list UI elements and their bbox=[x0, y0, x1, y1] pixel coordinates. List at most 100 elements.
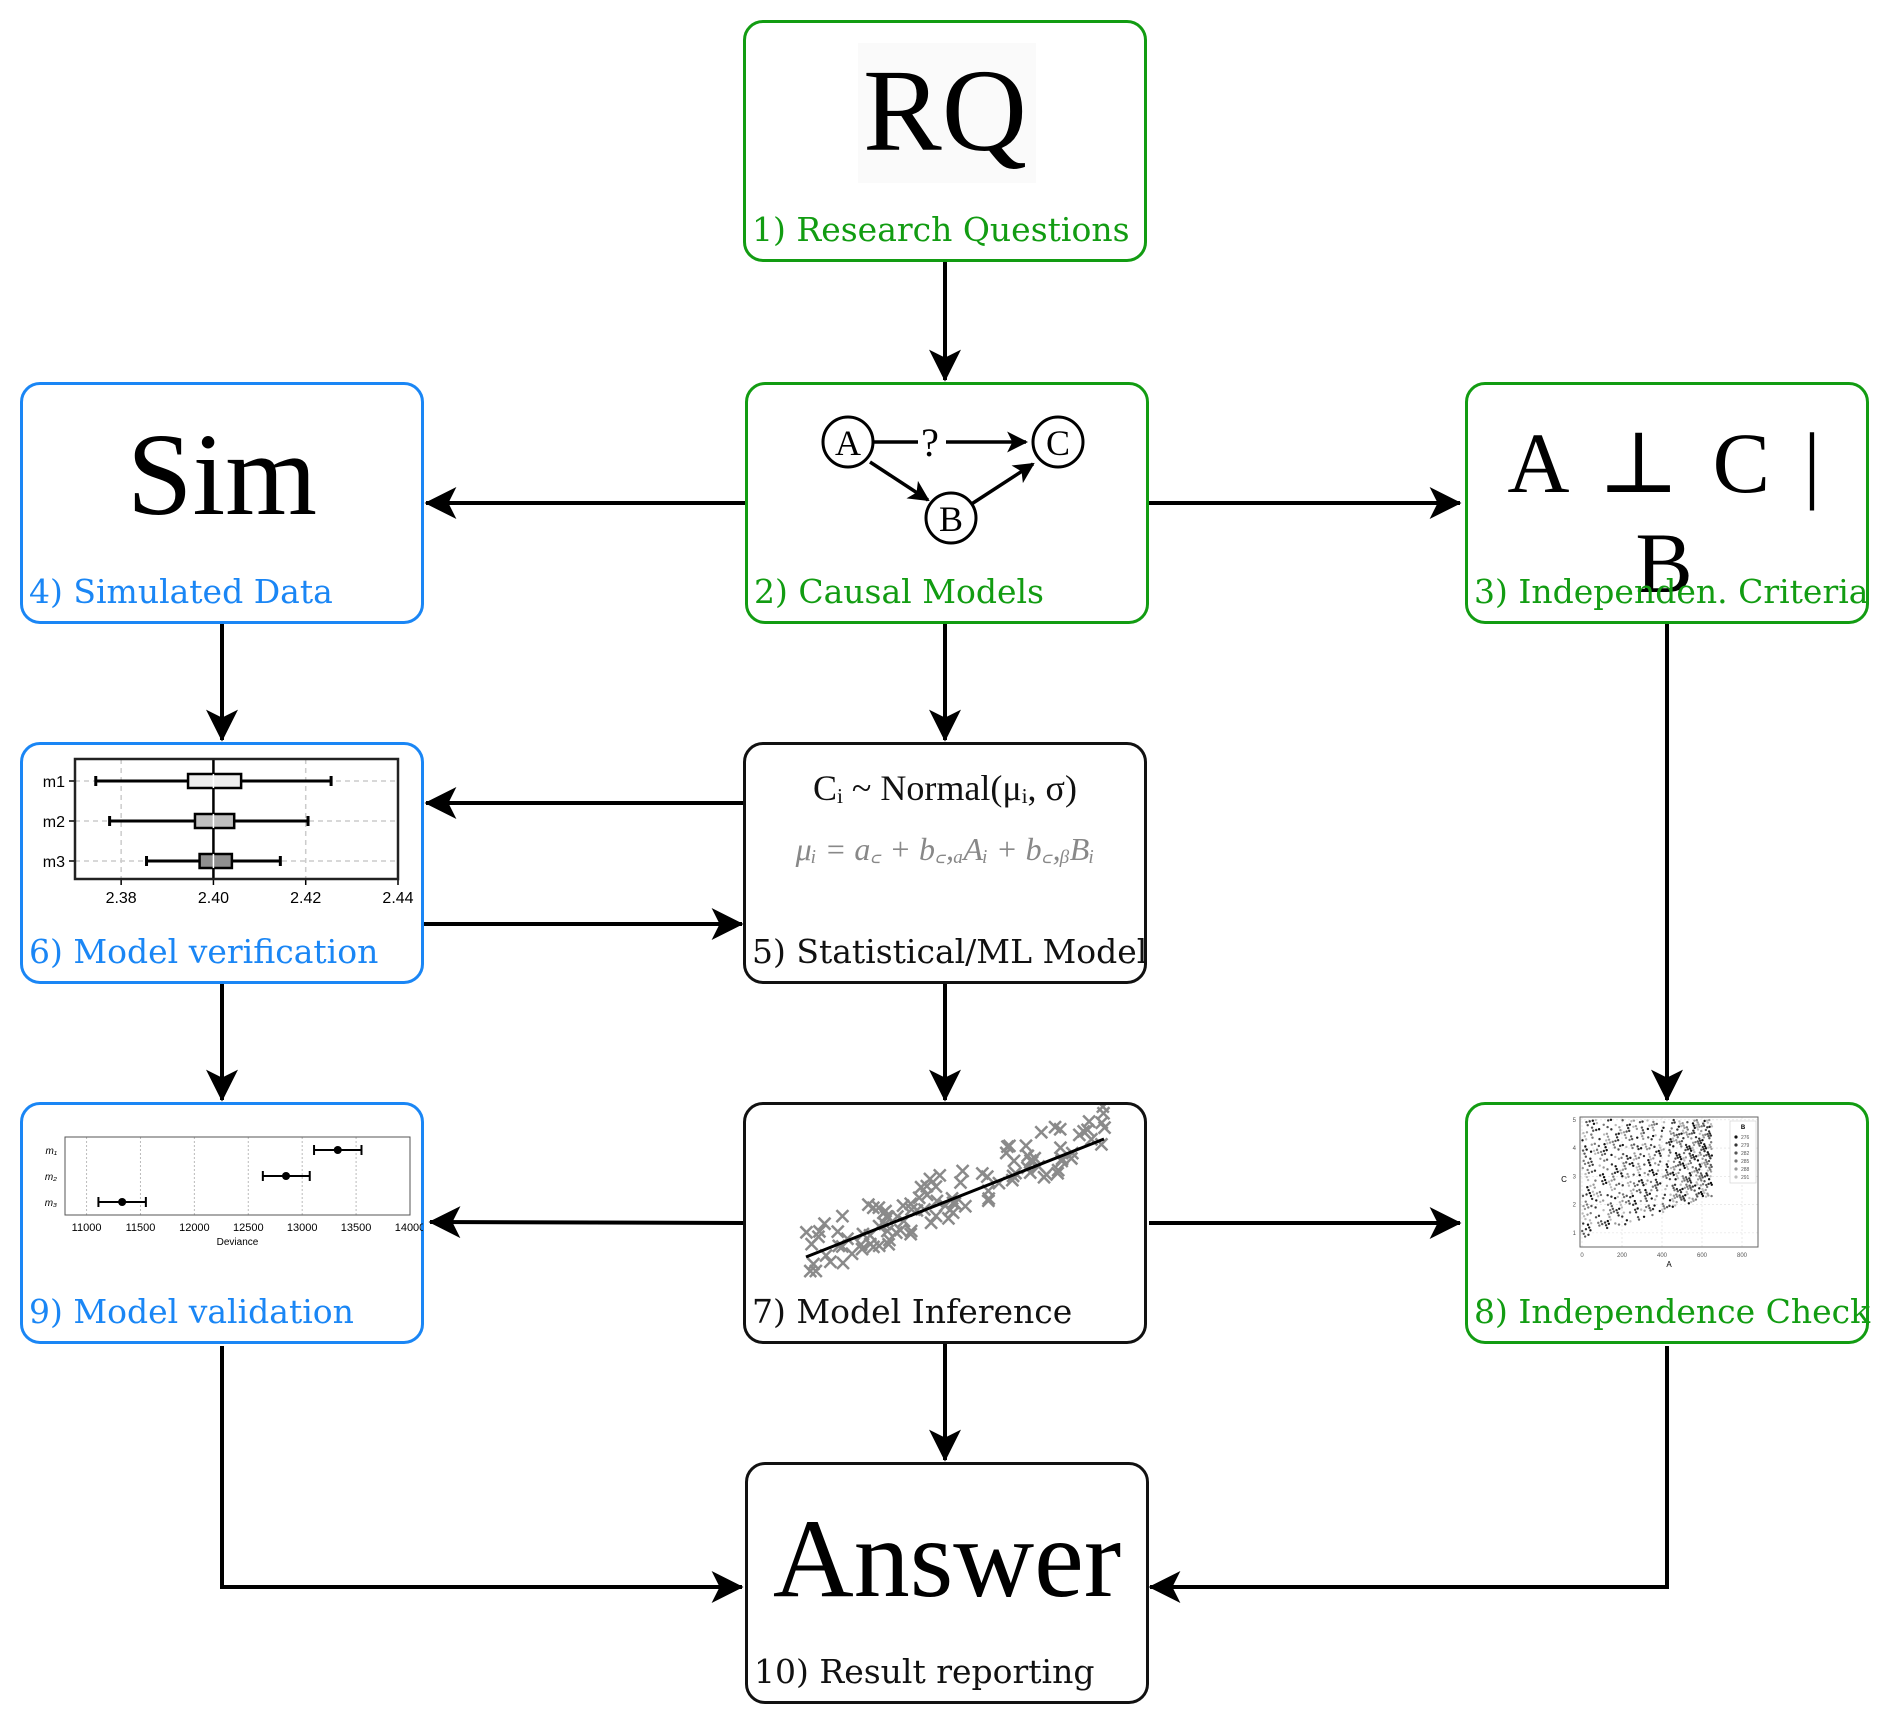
x-tick-label: 2.38 bbox=[106, 890, 137, 907]
scatter-point bbox=[1697, 1168, 1701, 1171]
scatter-point bbox=[1693, 1119, 1696, 1122]
scatter-point bbox=[1678, 1194, 1681, 1197]
scatter-point bbox=[1699, 1165, 1702, 1168]
node-model-inference[interactable]: 7) Model Inference bbox=[743, 1102, 1147, 1344]
scatter-point bbox=[1587, 1188, 1590, 1192]
scatter-point bbox=[1686, 1148, 1690, 1151]
scatter-point bbox=[1617, 1223, 1621, 1226]
scatter-point bbox=[1610, 1128, 1613, 1131]
scatter-point bbox=[1679, 1122, 1682, 1125]
scatter-point bbox=[1703, 1119, 1706, 1123]
scatter-point bbox=[1674, 1157, 1677, 1160]
scatter-point bbox=[1694, 1167, 1698, 1170]
scatter-point bbox=[1693, 1158, 1696, 1161]
scatter-point bbox=[1686, 1121, 1689, 1124]
scatter-point bbox=[1697, 1142, 1700, 1145]
edge-a-b bbox=[869, 460, 930, 502]
scatter-point bbox=[1673, 1134, 1676, 1137]
scatter-point bbox=[1691, 1166, 1694, 1169]
scatter-point bbox=[1592, 1129, 1595, 1132]
scatter-point bbox=[1094, 1115, 1109, 1130]
scatter-point bbox=[1585, 1148, 1588, 1151]
x-tick-label: 2.44 bbox=[382, 890, 413, 907]
legend-title: B bbox=[1741, 1125, 1746, 1131]
node-b-label: B bbox=[939, 499, 963, 539]
scatter-point bbox=[1649, 1180, 1653, 1184]
legend-entry: 276 bbox=[1741, 1135, 1750, 1141]
scatter-point bbox=[1676, 1136, 1679, 1139]
scatter-point bbox=[1614, 1139, 1617, 1143]
legend-box bbox=[1729, 1120, 1757, 1184]
scatter-point bbox=[1690, 1188, 1693, 1191]
plot-frame bbox=[73, 757, 400, 881]
scatter-point bbox=[1591, 1163, 1594, 1166]
scatter-point bbox=[1643, 1194, 1647, 1198]
scatter-point bbox=[1592, 1193, 1596, 1196]
scatter-point bbox=[1592, 1149, 1596, 1152]
scatter-point bbox=[1620, 1156, 1623, 1160]
scatter-point bbox=[904, 1224, 919, 1238]
scatter-point bbox=[1652, 1120, 1655, 1124]
scatter-point bbox=[1688, 1196, 1691, 1200]
scatter-point bbox=[893, 1223, 908, 1237]
scatter-point bbox=[1685, 1133, 1689, 1136]
scatter-point bbox=[1703, 1191, 1706, 1195]
scatter-point bbox=[1598, 1137, 1601, 1141]
scatter-point bbox=[1621, 1215, 1624, 1218]
node-statistical-model[interactable]: Cᵢ ~ Normal(μᵢ, σ) μᵢ = a꜀ + b꜀,ₐAᵢ + b꜀… bbox=[743, 742, 1147, 984]
scatter-point bbox=[1704, 1158, 1707, 1162]
scatter-point bbox=[1609, 1118, 1613, 1122]
scatter-point bbox=[1640, 1132, 1643, 1135]
scatter-point bbox=[1672, 1131, 1675, 1135]
scatter-point bbox=[1605, 1132, 1609, 1135]
scatter-point bbox=[1642, 1137, 1645, 1141]
verification-label: 6) Model verification bbox=[29, 932, 379, 971]
scatter-point bbox=[1591, 1190, 1595, 1193]
scatter-point bbox=[1701, 1187, 1704, 1191]
scatter-point bbox=[1582, 1215, 1586, 1218]
scatter-point bbox=[1637, 1162, 1640, 1166]
scatter-point bbox=[1688, 1172, 1692, 1175]
scatter-point bbox=[1626, 1124, 1629, 1127]
scatter-point bbox=[1665, 1171, 1669, 1174]
scatter-point bbox=[1596, 1151, 1600, 1155]
scatter-point bbox=[1039, 1167, 1054, 1182]
scatter-point bbox=[1583, 1162, 1587, 1166]
scatter-point bbox=[1602, 1149, 1606, 1153]
node-research-questions[interactable]: RQ 1) Research Questions bbox=[743, 20, 1147, 262]
scatter-point bbox=[1582, 1159, 1585, 1163]
scatter-point bbox=[1695, 1193, 1698, 1196]
scatter-point bbox=[1671, 1197, 1674, 1201]
scatter-point bbox=[817, 1216, 832, 1231]
node-simulated-data[interactable]: Sim 4) Simulated Data bbox=[20, 382, 424, 624]
scatter-point bbox=[1686, 1187, 1690, 1191]
scatter-point bbox=[1586, 1124, 1589, 1127]
scatter-point bbox=[1691, 1185, 1695, 1188]
scatter-point bbox=[1700, 1129, 1703, 1133]
scatter-point bbox=[1657, 1163, 1660, 1167]
y-tick-label: m₃ bbox=[45, 1198, 57, 1209]
scatter-point bbox=[1708, 1118, 1711, 1122]
scatter-point bbox=[943, 1203, 957, 1217]
arrow-check-to-answer bbox=[1148, 1346, 1669, 1603]
scatter-point bbox=[1691, 1146, 1694, 1150]
scatter-point bbox=[1679, 1191, 1683, 1194]
scatter-point bbox=[1630, 1144, 1633, 1147]
scatter-point bbox=[999, 1146, 1014, 1160]
scatter-point bbox=[1696, 1159, 1700, 1162]
legend-marker bbox=[1734, 1175, 1738, 1179]
scatter-point bbox=[1693, 1184, 1697, 1187]
scatter-point bbox=[1603, 1152, 1607, 1156]
scatter-point bbox=[1648, 1169, 1651, 1173]
scatter-point bbox=[1690, 1132, 1694, 1135]
scatter-point bbox=[1640, 1178, 1643, 1182]
scatter-point bbox=[1639, 1167, 1642, 1171]
node-causal-models[interactable]: ? A B C 2) Causal Models bbox=[745, 382, 1149, 624]
scatter-point bbox=[1623, 1164, 1626, 1168]
node-independence-criteria[interactable]: A ⊥ C | B 3) Independen. Criteria bbox=[1465, 382, 1869, 624]
node-answer[interactable]: Answer 10) Result reporting bbox=[745, 1462, 1149, 1704]
